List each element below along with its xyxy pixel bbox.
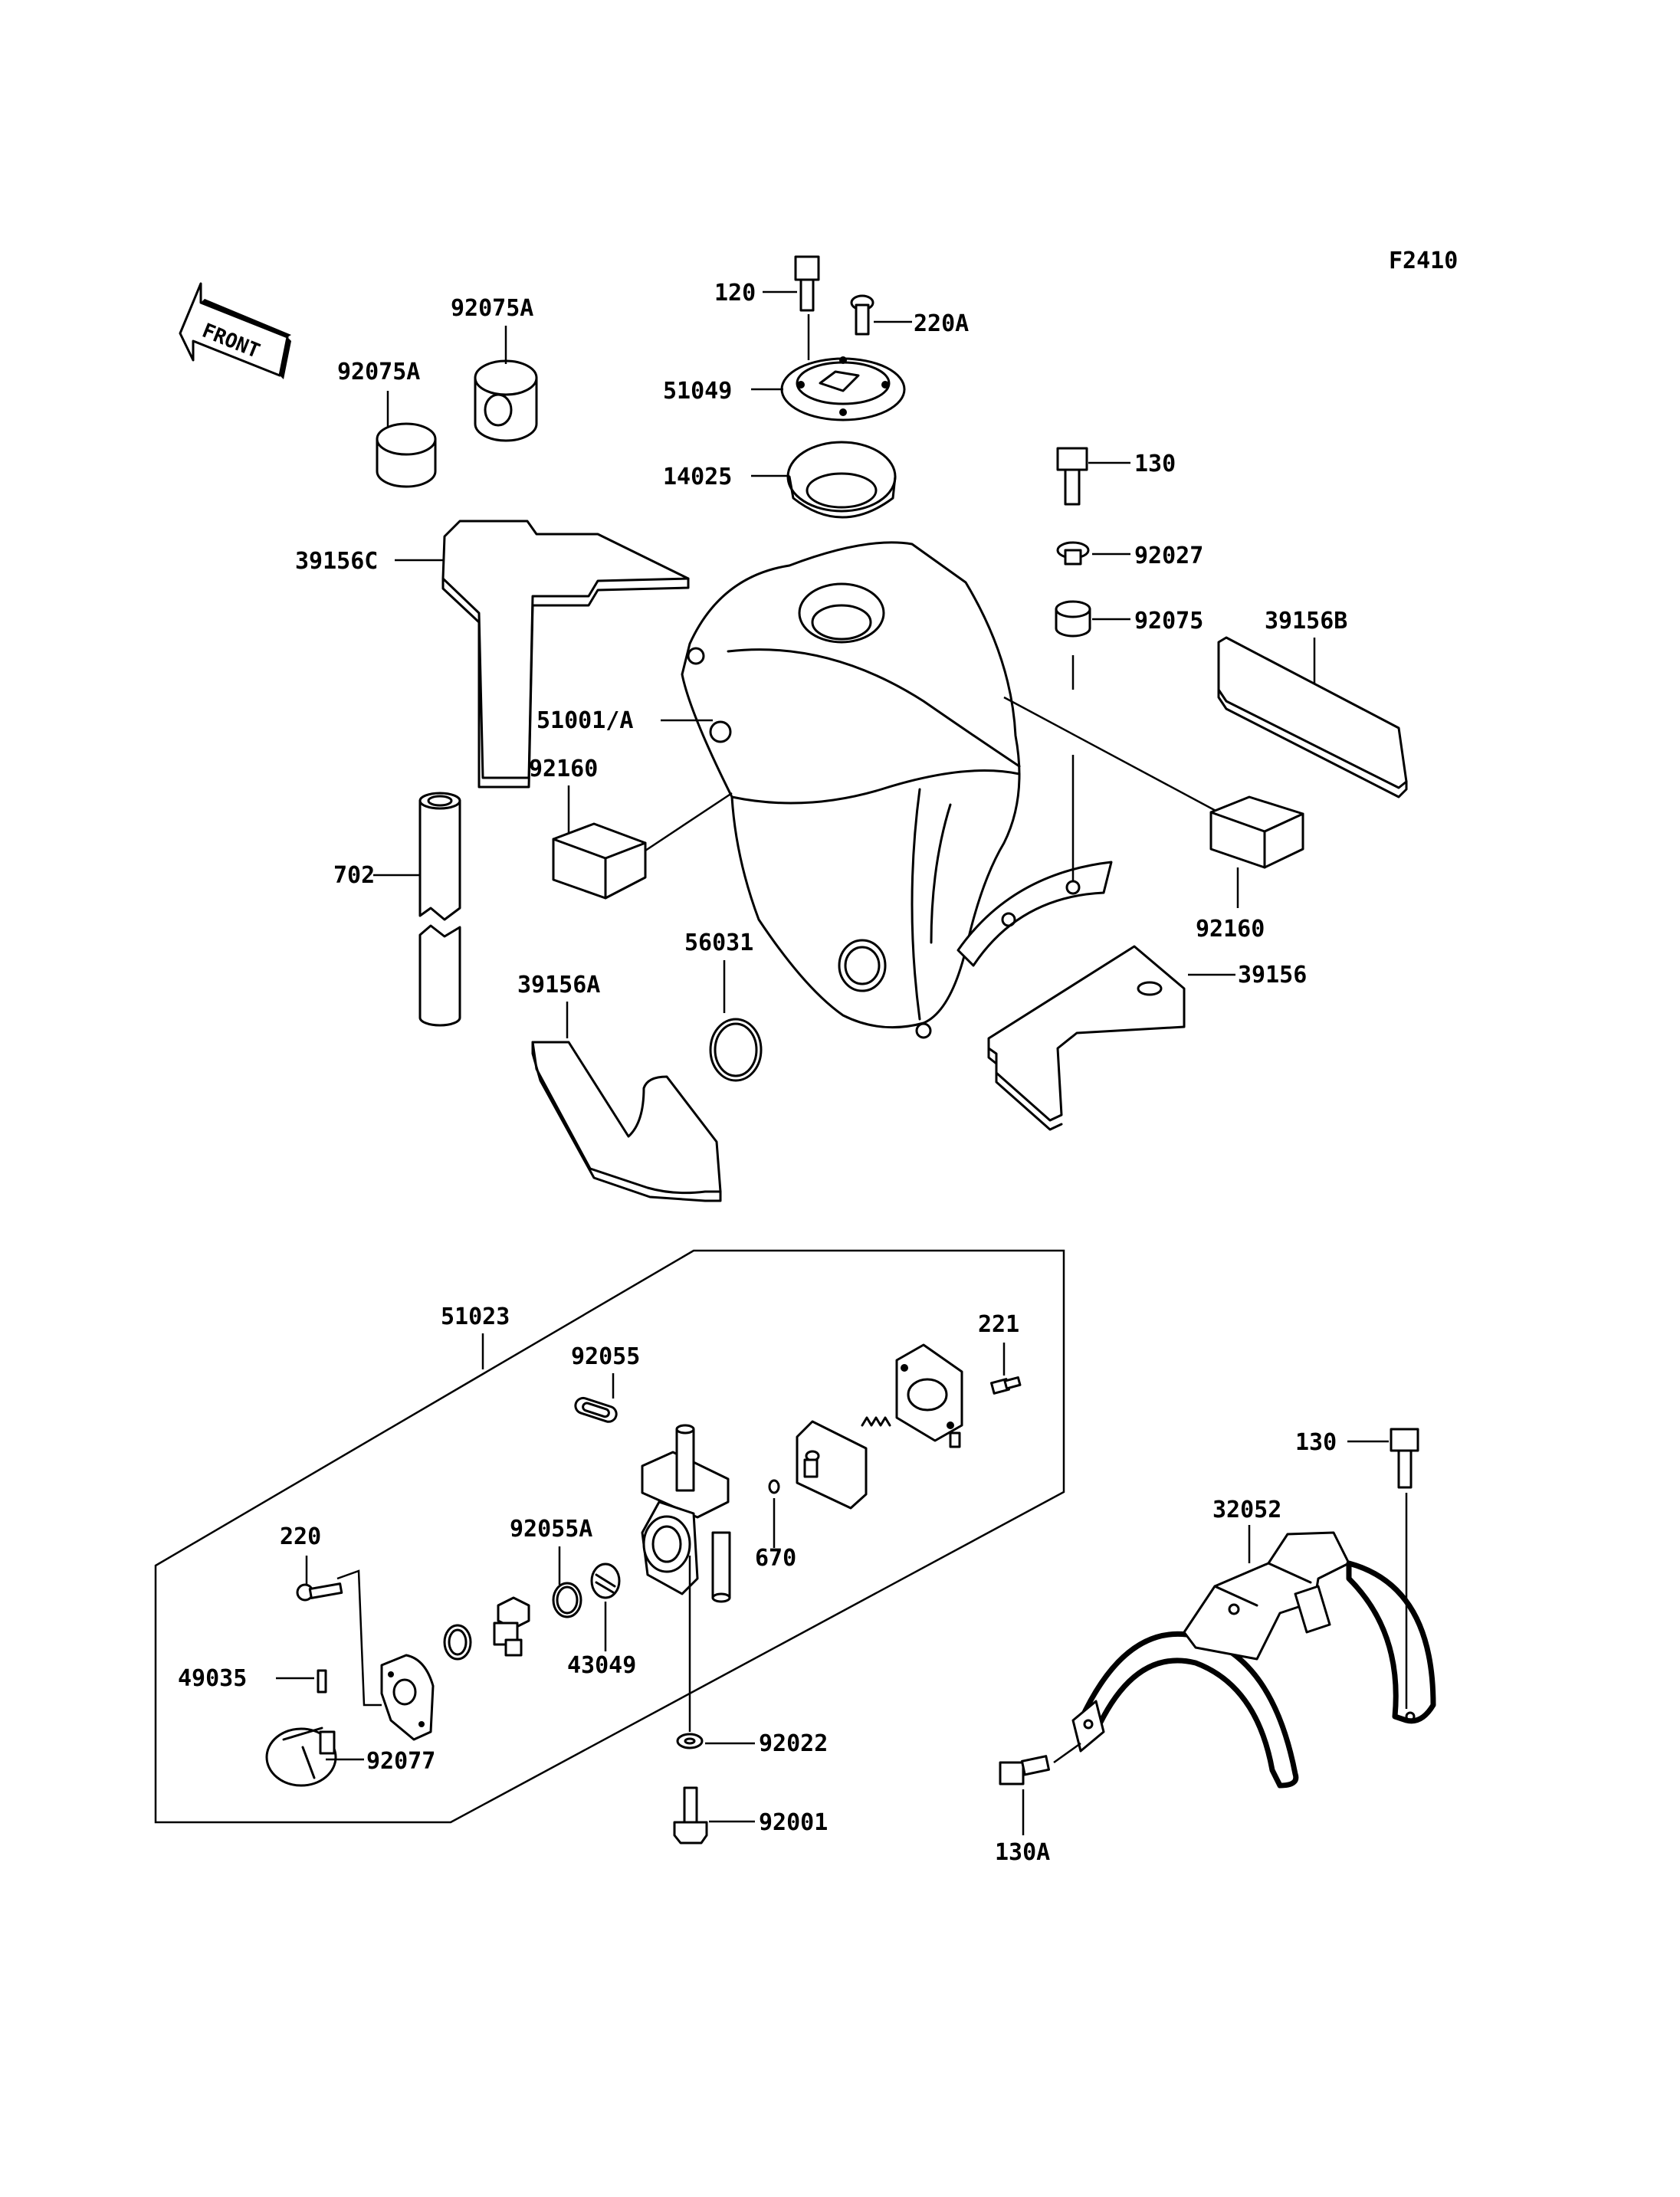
screw-220A: [850, 294, 874, 336]
bolt-130-top: [1056, 447, 1088, 506]
bolt-130-right: [1390, 1428, 1419, 1489]
label-14025: 14025: [663, 464, 732, 490]
o-ring-670: [768, 1479, 780, 1494]
label-670: 670: [755, 1545, 796, 1572]
screw-221: [990, 1376, 1022, 1395]
lever-43049: [590, 1562, 621, 1599]
washer-small: [443, 1624, 472, 1661]
label-43049: 43049: [567, 1652, 636, 1679]
tube-702: [418, 792, 461, 1027]
label-92160-right: 92160: [1196, 916, 1265, 943]
screw-220: [296, 1582, 343, 1602]
pad-39156B: [1217, 636, 1408, 789]
fuel-cap-51049: [780, 356, 906, 421]
bracket-32052: [1071, 1531, 1436, 1789]
label-130A: 130A: [995, 1839, 1050, 1866]
bolt-92001: [673, 1786, 708, 1844]
label-39156B: 39156B: [1265, 608, 1347, 635]
label-51049: 51049: [663, 378, 732, 405]
label-32052: 32052: [1212, 1497, 1281, 1523]
label-51023: 51023: [441, 1303, 510, 1330]
label-220: 220: [280, 1523, 321, 1550]
label-92055: 92055: [571, 1343, 640, 1370]
bolt-120: [794, 255, 820, 312]
fuel-petcock: [641, 1289, 738, 1603]
label-49035: 49035: [178, 1665, 247, 1692]
label-92075: 92075: [1134, 608, 1203, 635]
label-92022: 92022: [759, 1730, 828, 1757]
o-ring-92055A: [552, 1582, 582, 1618]
collar-92027: [1056, 541, 1090, 566]
label-56031: 56031: [684, 930, 753, 956]
label-92075A-left: 92075A: [337, 359, 420, 385]
diaphragm-housing: [895, 1343, 963, 1448]
bolt-130A: [999, 1755, 1050, 1785]
label-51001A: 51001/A: [536, 707, 633, 734]
label-39156C: 39156C: [295, 548, 378, 575]
assembly-frame-51023: [154, 1249, 1065, 1824]
spring: [861, 1416, 891, 1427]
label-39156: 39156: [1238, 962, 1307, 989]
knob-92077: [265, 1726, 337, 1787]
diagram-code: F2410: [1389, 248, 1458, 274]
label-92075A-right: 92075A: [451, 295, 533, 322]
rubber-damper-a-left: [376, 422, 437, 488]
gasket-plate: [380, 1654, 435, 1741]
diaphragm-cover: [796, 1420, 868, 1510]
label-120: 120: [714, 280, 756, 307]
label-220A: 220A: [914, 310, 969, 337]
label-130-right: 130: [1295, 1429, 1337, 1456]
label-92027: 92027: [1134, 543, 1203, 569]
cap-ring-14025: [786, 441, 897, 519]
ring-56031: [709, 1018, 763, 1082]
rubber-damper-a-right: [474, 359, 538, 442]
label-39156A: 39156A: [517, 972, 600, 998]
label-92055A: 92055A: [510, 1516, 592, 1543]
pad-92160-right: [1209, 795, 1304, 869]
front-arrow-icon: FRONT: [179, 282, 291, 379]
label-92001: 92001: [759, 1809, 828, 1836]
pad-39156: [987, 945, 1186, 1131]
washer-92022: [676, 1733, 704, 1749]
valve-stem: [493, 1596, 530, 1657]
label-702: 702: [333, 862, 375, 889]
label-92077: 92077: [366, 1748, 435, 1775]
label-130-top: 130: [1134, 451, 1176, 477]
fuel-tank-51001: [681, 541, 1113, 1039]
gasket-92055: [574, 1396, 618, 1423]
label-92160-left: 92160: [529, 756, 598, 782]
pad-92160-left: [552, 822, 647, 900]
pin-49035: [317, 1669, 327, 1694]
label-221: 221: [978, 1311, 1019, 1338]
grommet-92075: [1055, 600, 1091, 638]
pad-39156A: [531, 1041, 722, 1202]
